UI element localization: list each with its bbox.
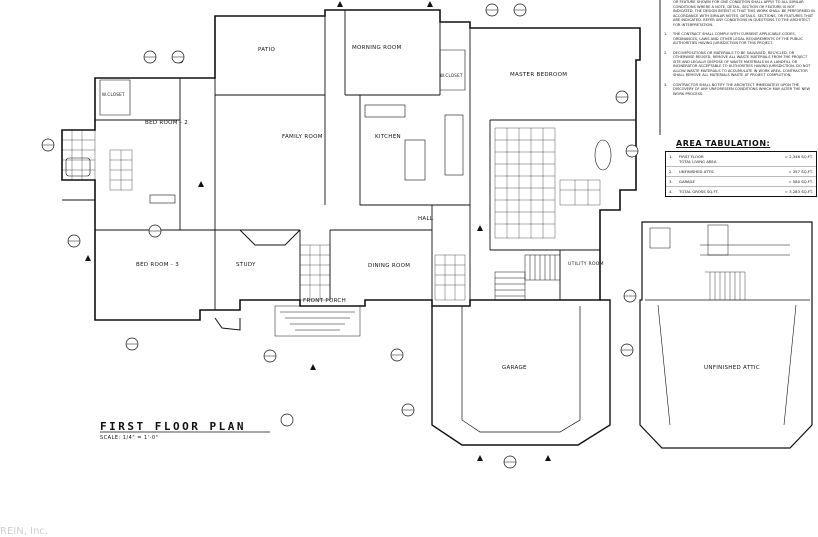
kitchen-counter [364, 104, 406, 118]
note-item: OR FEATURE SHOWN FOR ONE CONDITION SHALL… [664, 0, 816, 27]
area-tabulation-title: AREA TABULATION: [676, 139, 771, 148]
room-label-hall: HALL [418, 216, 434, 222]
room-label-bedroom-3: BED ROOM - 3 [136, 262, 180, 268]
attic-wall [639, 221, 813, 449]
watermark: REIN, Inc. [0, 526, 49, 537]
room-label-family-room: FAMILY ROOM [282, 134, 323, 140]
room-label-garage: GARAGE [502, 365, 527, 371]
wall-kitchen [359, 95, 470, 206]
room-label-bedroom-2: BED ROOM - 2 [145, 120, 189, 126]
room-label-master-bedroom: MASTER BEDROOM [510, 72, 568, 78]
room-label-kitchen: KITCHEN [375, 134, 401, 140]
note-item: 3.CONTRACTOR SHALL NOTIFY THE ARCHITECT … [664, 83, 816, 97]
drawing-title: FIRST FLOOR PLAN [100, 420, 246, 433]
area-row: 1. FIRST FLOOR TOTAL LIVING AREA = 2,346… [666, 152, 816, 167]
room-label-front-porch: FRONT PORCH [303, 298, 347, 304]
room-label-morning-room: MORNING ROOM [352, 45, 402, 51]
area-row: 4. TOTAL GROSS SQ.FT. = 3,283 SQ.FT. [669, 189, 813, 194]
area-row: 2. UNFINISHED ATTIC = 357 SQ.FT. [666, 167, 816, 177]
garage-wall [431, 299, 611, 446]
kitchen-island [404, 139, 426, 181]
bathtub [594, 139, 612, 171]
general-notes: OR FEATURE SHOWN FOR ONE CONDITION SHALL… [664, 0, 816, 101]
closet-shelf [149, 194, 176, 204]
kitchen-pantry [444, 114, 464, 176]
room-label-utility-room: UTILITY ROOM [568, 262, 604, 267]
w-closet-box-2 [439, 49, 466, 91]
note-item: 2.DECOMPOSITIONS OR MATERIALS TO BE SALV… [664, 51, 816, 78]
room-label-unfinished-attic: UNFINISHED ATTIC [704, 365, 760, 371]
note-item: 1.THE CONTRACT SHALL COMPLY WITH CURRENT… [664, 32, 816, 46]
drawing-scale: SCALE: 1/4" = 1'-0" [100, 435, 159, 441]
room-label-patio: PATIO [258, 47, 276, 53]
note-text: OR FEATURE SHOWN FOR ONE CONDITION SHALL… [673, 0, 815, 27]
note-text: DECOMPOSITIONS OR MATERIALS TO BE SALVAG… [673, 50, 811, 78]
note-text: CONTRACTOR SHALL NOTIFY THE ARCHITECT IM… [673, 82, 811, 96]
area-row: 3. GARAGE = 580 SQ.FT. [666, 177, 816, 187]
area-tabulation-table: 1. FIRST FLOOR TOTAL LIVING AREA = 2,346… [665, 151, 817, 197]
room-label-dining-room: DINING ROOM [368, 263, 411, 269]
tub-bed2 [65, 157, 91, 177]
room-label-study: STUDY [236, 262, 256, 268]
note-text: THE CONTRACT SHALL COMPLY WITH CURRENT A… [673, 32, 803, 45]
room-label-w-closet-2: W.CLOSET [440, 73, 463, 78]
study-bay [239, 229, 301, 246]
room-label-w-closet: W.CLOSET [102, 92, 125, 97]
w-closet-box [99, 79, 131, 116]
